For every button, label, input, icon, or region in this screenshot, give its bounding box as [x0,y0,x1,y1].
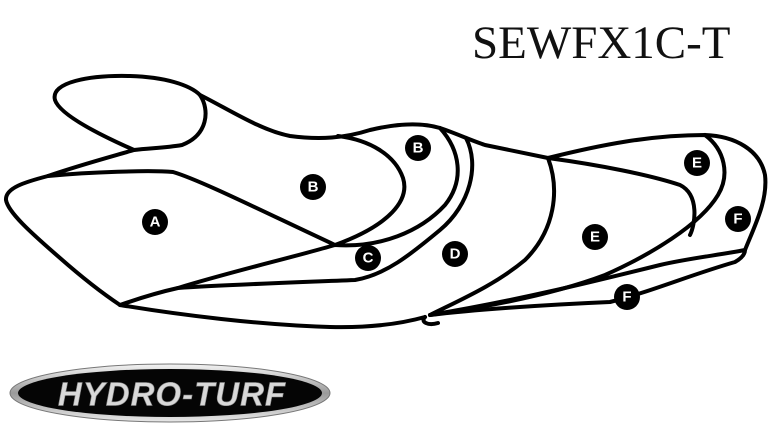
svg-text:B: B [413,140,424,157]
model-code: SEWFX1C-T [472,17,731,69]
panel-b-outline [333,134,407,247]
panel-label-c: C [355,245,381,271]
seat-bottom-outline [118,303,427,330]
panel-e-inner [546,156,697,237]
svg-text:E: E [590,229,600,246]
logo-text: HYDRO-TURF [58,376,286,413]
svg-text:E: E [692,155,702,172]
panel-label-f: F [725,206,751,232]
panel-c-lower [118,243,337,307]
panel-b2-outline [333,126,460,248]
svg-text:F: F [733,211,742,228]
panel-c-outline [176,136,475,290]
svg-text:B: B [308,179,319,196]
panel-f-lower [428,248,747,317]
panel-label-a: A [142,209,168,235]
panel-label-f2: F [614,284,640,310]
seat-top-outline [198,93,550,160]
front-bump-outline [52,73,208,152]
seat-tail-tip [421,315,440,327]
panel-a-top-edge [46,148,136,178]
panel-label-b: B [300,174,326,200]
panel-label-e2: E [684,150,710,176]
panel-label-b2: B [405,135,431,161]
panel-d-outline [428,156,556,317]
svg-text:A: A [150,214,161,231]
panel-label-d: D [442,241,468,267]
panel-a-outline [4,169,337,307]
panel-label-e: E [582,224,608,250]
hydro-turf-logo: HYDRO-TURF [9,363,331,423]
panel-e-top [546,133,768,252]
svg-text:F: F [622,289,631,306]
svg-text:D: D [450,246,461,263]
svg-text:C: C [363,250,374,267]
